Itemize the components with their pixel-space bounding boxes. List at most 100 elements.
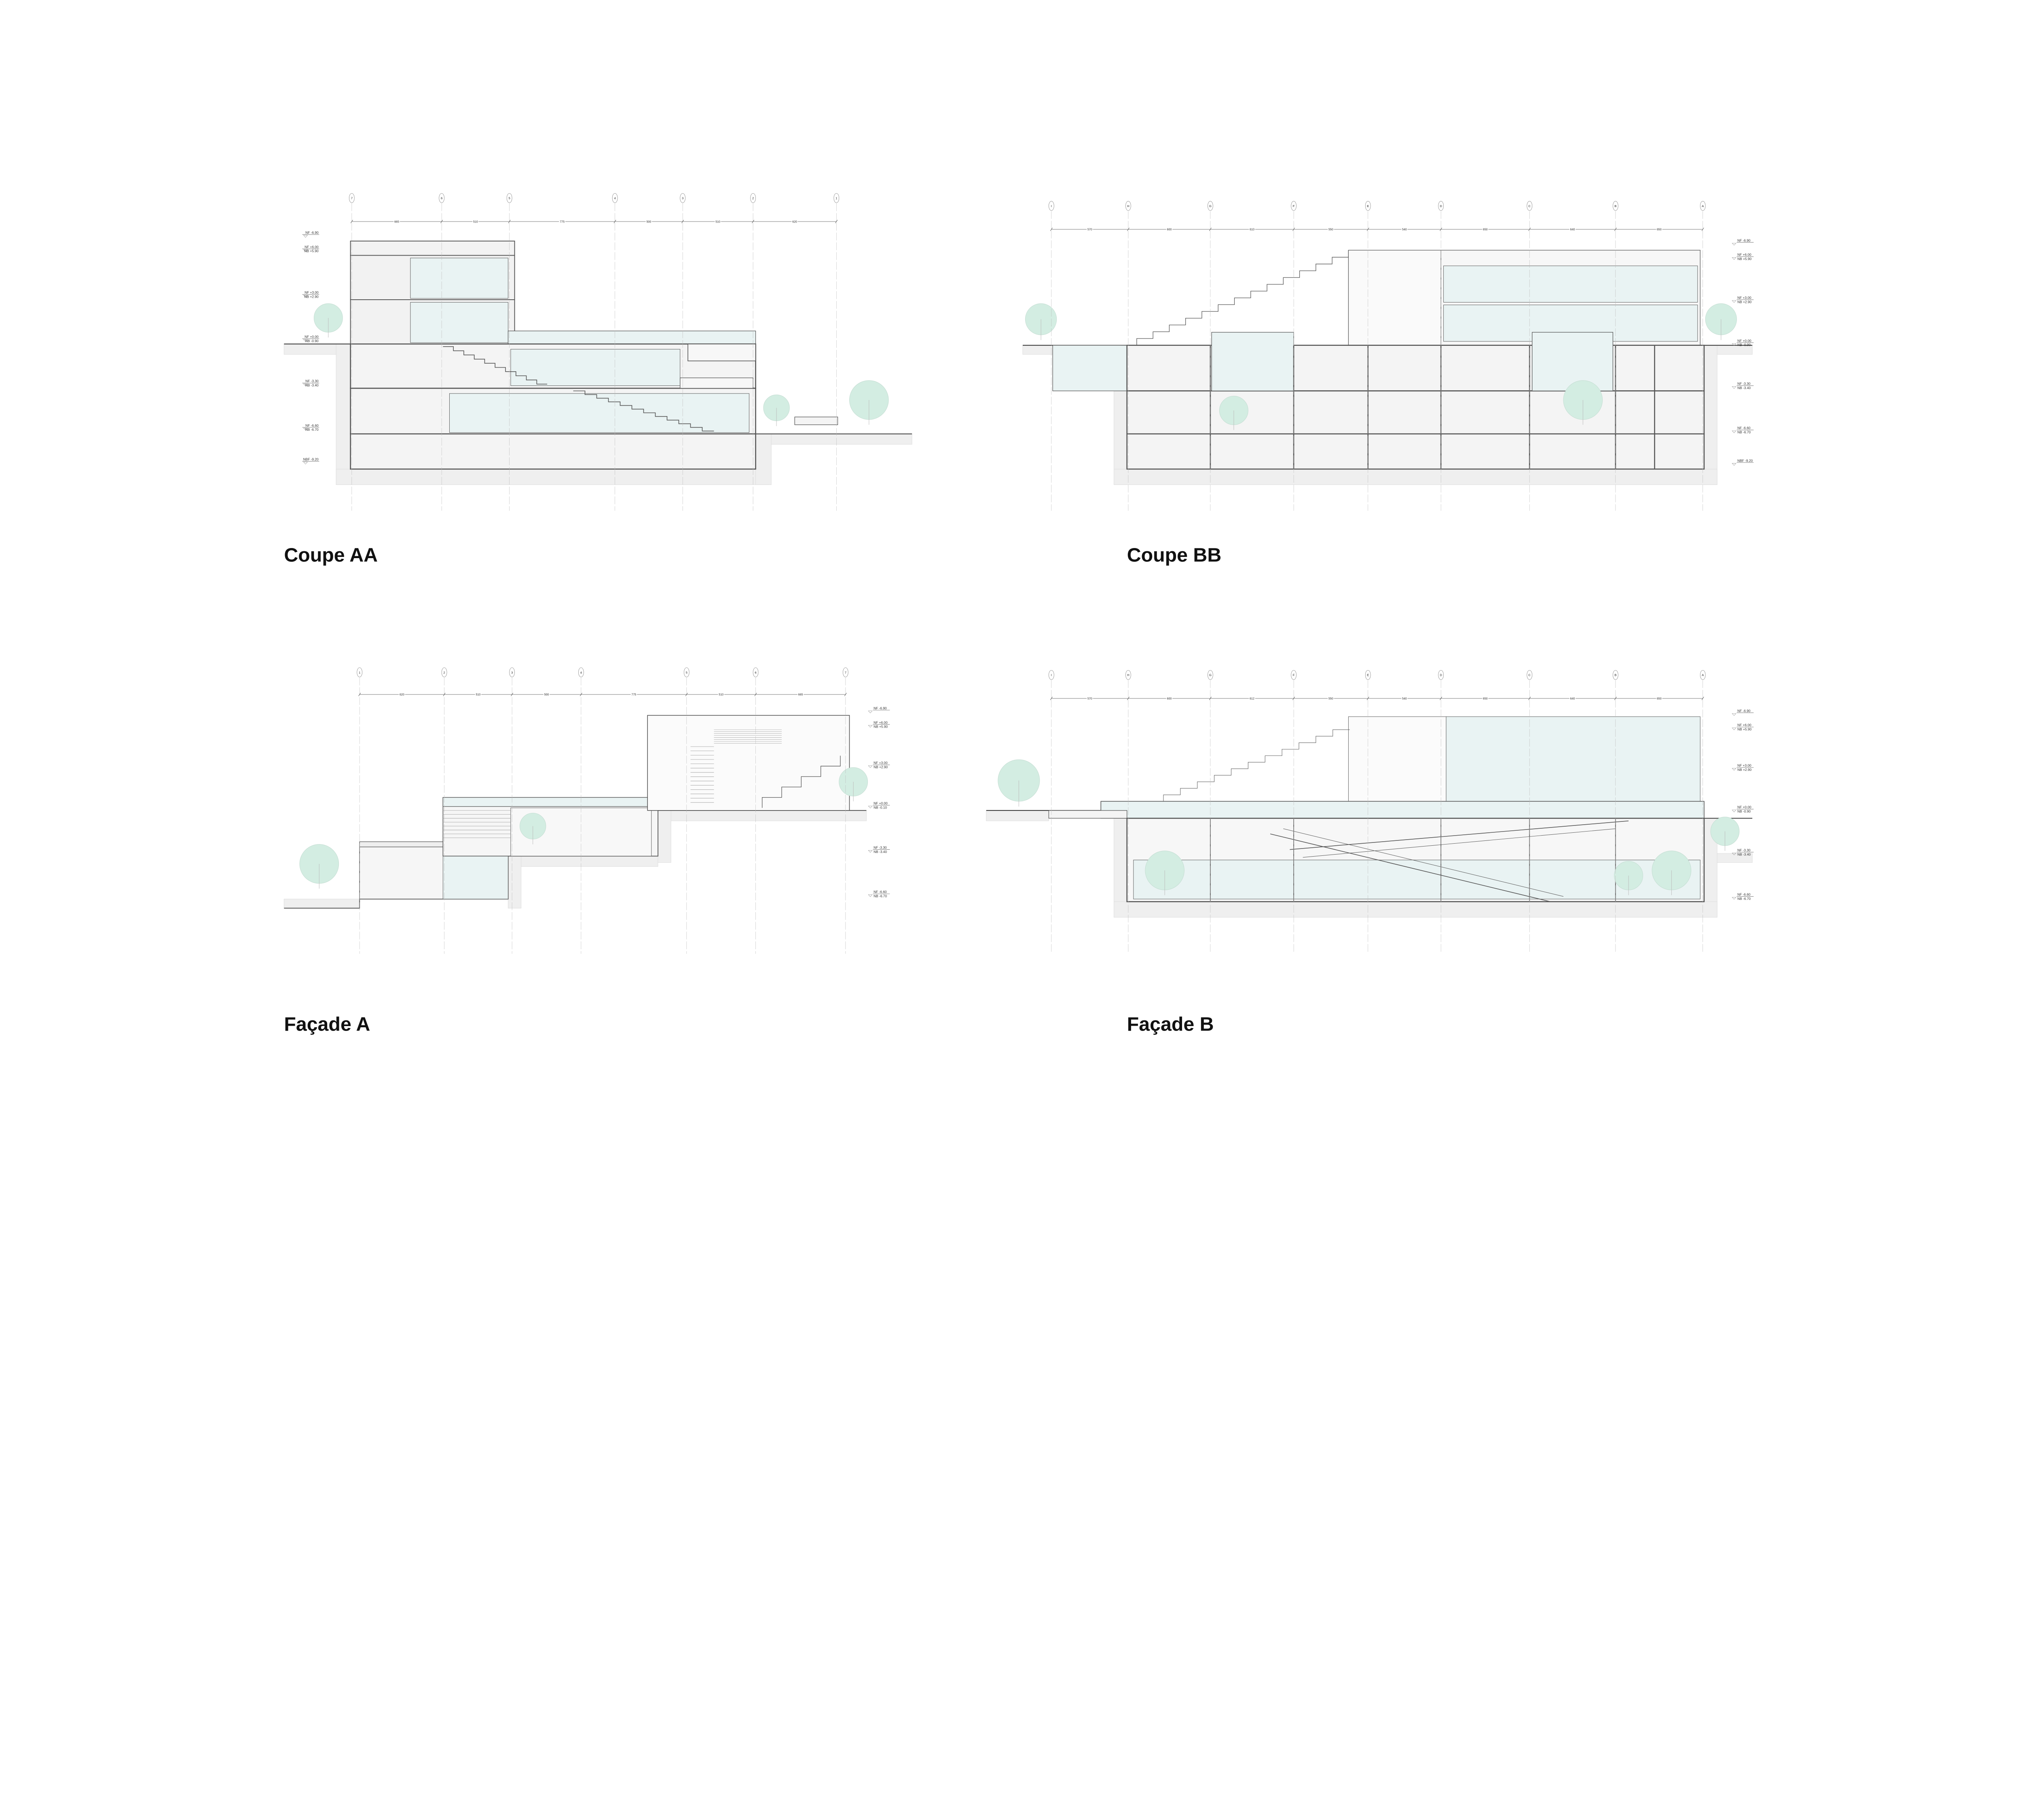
dimension-label-bg bbox=[797, 692, 804, 696]
dimension-label-bg bbox=[1482, 227, 1489, 231]
grid-axis-label: F bbox=[1293, 673, 1295, 677]
level-label: NF -6.60 bbox=[1737, 426, 1751, 430]
level-triangle-icon bbox=[1732, 768, 1736, 771]
dimension-value: 510 bbox=[719, 693, 723, 696]
soil-hatch bbox=[283, 899, 360, 908]
dimension-label-bg bbox=[791, 220, 798, 224]
coupe-bb-title: Coupe BB bbox=[1127, 544, 1222, 566]
dimension-label-bg bbox=[559, 220, 565, 224]
level-label: NB +2.90 bbox=[874, 765, 888, 769]
stepped-roof bbox=[1120, 250, 1349, 346]
dimension-tick bbox=[1701, 227, 1704, 231]
dimension-label-bg bbox=[399, 692, 405, 696]
dimension-value: 550 bbox=[1328, 228, 1333, 231]
grid-axis-label: B bbox=[1614, 673, 1616, 677]
dimension-tick bbox=[511, 693, 514, 696]
level-triangle-icon bbox=[1732, 243, 1736, 245]
dimension-tick bbox=[1292, 227, 1295, 231]
dimension-label-bg bbox=[1087, 227, 1093, 231]
level-triangle-icon bbox=[868, 765, 873, 768]
dimension-label-bg bbox=[1401, 227, 1408, 231]
ramp bbox=[1283, 828, 1564, 897]
soil-hatch bbox=[755, 434, 772, 485]
grid-bubble bbox=[750, 193, 756, 203]
dimension-value: 665 bbox=[798, 693, 803, 696]
grid-axis-label: A bbox=[1702, 204, 1704, 208]
level-triangle-icon bbox=[1732, 810, 1736, 813]
facade-a-drawing bbox=[283, 715, 868, 909]
level-triangle-icon bbox=[1732, 343, 1736, 346]
glass-box bbox=[1532, 332, 1614, 392]
dimension-label-bg bbox=[1401, 696, 1408, 700]
facade-a-title: Façade A bbox=[284, 1013, 370, 1035]
tree-icon bbox=[1652, 851, 1692, 895]
grid-bubble bbox=[753, 667, 759, 677]
level-marker: NBF -9.20 bbox=[1732, 459, 1754, 466]
level-triangle-icon bbox=[303, 428, 308, 431]
tree-icon bbox=[1219, 396, 1248, 430]
level-label: NF -3.30 bbox=[874, 846, 887, 850]
grid-bubble bbox=[1208, 201, 1213, 211]
tree-icon bbox=[1025, 303, 1057, 340]
grid-axis-label: 6 bbox=[755, 671, 756, 674]
bench bbox=[794, 417, 838, 425]
level-label: NF +0.00 bbox=[1737, 805, 1751, 809]
glazing bbox=[449, 393, 749, 433]
level-triangle-icon bbox=[1732, 728, 1736, 730]
grid-axis-label: D bbox=[1440, 204, 1442, 208]
level-label: NF +6.00 bbox=[874, 720, 888, 724]
tree-icon bbox=[299, 844, 339, 889]
stair bbox=[573, 390, 714, 432]
dimension-label-bg bbox=[1482, 696, 1489, 700]
grid-axis-label: 6 bbox=[441, 197, 442, 200]
soil-hatch bbox=[1114, 469, 1717, 485]
grid-bubble bbox=[612, 193, 618, 203]
grid-axis-label: D bbox=[1440, 673, 1442, 677]
dimension-label-bg bbox=[472, 220, 479, 224]
tree-icon bbox=[1710, 817, 1740, 851]
roof-volume bbox=[687, 343, 756, 362]
grid-bubble bbox=[1049, 670, 1054, 680]
grid-bubble bbox=[1438, 201, 1444, 211]
tower-block bbox=[1348, 250, 1441, 346]
level-label: NB +5.90 bbox=[1737, 257, 1751, 261]
coupe-aa-drawing bbox=[283, 241, 912, 485]
facade-b-drawing bbox=[986, 716, 1753, 918]
grid-axis-label: 4 bbox=[580, 671, 582, 674]
tree-icon bbox=[519, 813, 546, 844]
dimension-tick bbox=[1528, 696, 1531, 700]
dimension-value: 650 bbox=[1483, 228, 1488, 231]
grid-bubble bbox=[1700, 670, 1706, 680]
tree-icon bbox=[1563, 380, 1603, 425]
grid-bubble bbox=[1438, 670, 1444, 680]
dimension-tick bbox=[1127, 227, 1129, 231]
dimension-label-bg bbox=[645, 220, 652, 224]
grid-bubble bbox=[1049, 201, 1054, 211]
grid-axis-label: H bbox=[1127, 673, 1129, 677]
level-marker: NF -6.90 bbox=[302, 231, 319, 238]
glazing bbox=[442, 854, 508, 899]
dimension-value: 650 bbox=[1657, 697, 1662, 700]
dimension-label-bg bbox=[1166, 227, 1173, 231]
level-label: NB +2.90 bbox=[1737, 300, 1751, 304]
grid-axis-label: 4 bbox=[614, 197, 616, 200]
dimension-tick bbox=[844, 693, 847, 696]
building-geometry bbox=[283, 241, 1753, 918]
dimension-label-bg bbox=[393, 220, 400, 224]
level-minus-2 bbox=[1126, 433, 1705, 470]
level-label: NB -3.40 bbox=[874, 850, 887, 854]
grid-bubble bbox=[833, 193, 840, 203]
dimension-tick bbox=[1614, 227, 1617, 231]
level-label: NF -6.60 bbox=[874, 890, 887, 894]
level-label: NF +6.00 bbox=[1737, 723, 1751, 727]
dimension-value: 600 bbox=[1167, 697, 1172, 700]
